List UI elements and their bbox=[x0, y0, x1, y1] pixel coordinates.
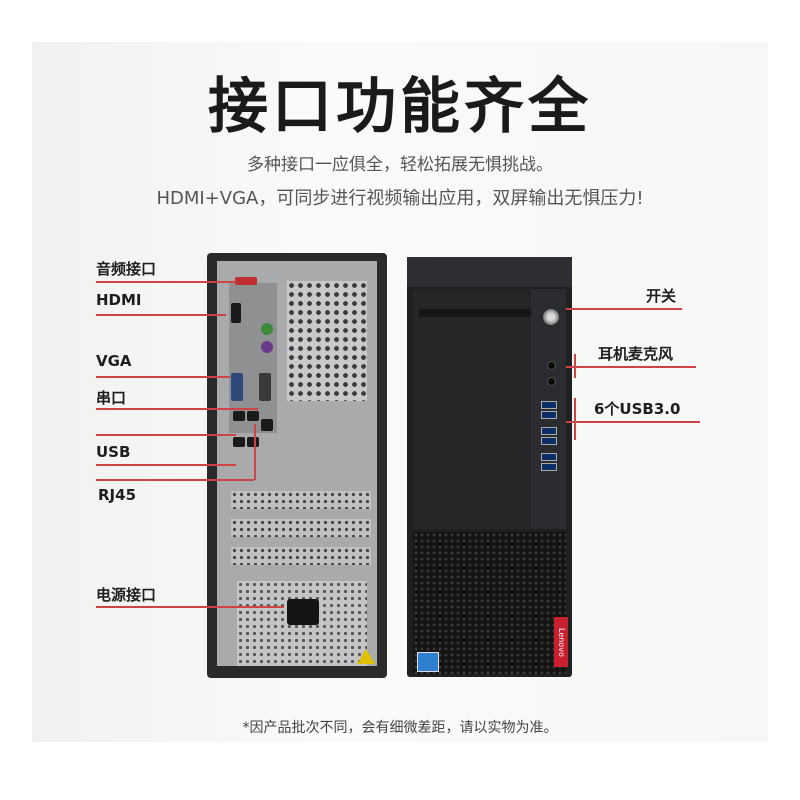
intel-sticker bbox=[417, 652, 439, 672]
usb3-port bbox=[541, 437, 557, 445]
back-panel bbox=[217, 261, 377, 666]
expansion-slot bbox=[231, 547, 371, 565]
label-usb: USB bbox=[96, 443, 131, 461]
leader-line bbox=[566, 308, 682, 310]
subtitle-2: HDMI+VGA，可同步进行视频输出应用，双屏输出无惧压力! bbox=[156, 188, 644, 209]
label-serial: 串口 bbox=[96, 389, 127, 407]
expansion-slot bbox=[231, 519, 371, 537]
serial-port bbox=[259, 373, 271, 401]
label-rj45: RJ45 bbox=[98, 486, 137, 504]
hdmi-port bbox=[231, 303, 241, 323]
ps2-port bbox=[261, 341, 273, 353]
headphone-jack bbox=[547, 361, 556, 370]
usb3-port bbox=[541, 401, 557, 409]
ps2-port bbox=[261, 323, 273, 335]
leader-line bbox=[96, 479, 254, 481]
usb3-port bbox=[541, 427, 557, 435]
label-vga: VGA bbox=[96, 352, 132, 370]
leader-line bbox=[96, 606, 284, 608]
front-io-panel bbox=[531, 289, 566, 529]
mic-jack bbox=[547, 377, 556, 386]
label-headset-mic: 耳机麦克风 bbox=[598, 345, 674, 363]
leader-line bbox=[574, 354, 576, 378]
usb-port bbox=[247, 437, 259, 447]
leader-line bbox=[96, 376, 230, 378]
warning-icon bbox=[357, 649, 375, 664]
leader-line bbox=[566, 421, 700, 423]
usb-port bbox=[247, 411, 259, 421]
audio-port bbox=[235, 277, 257, 285]
usb3-port bbox=[541, 453, 557, 461]
fan-grill bbox=[287, 281, 367, 401]
label-power-switch: 开关 bbox=[646, 287, 677, 305]
headline: 接口功能齐全 bbox=[208, 72, 592, 142]
leader-line bbox=[574, 398, 576, 440]
footnote: *因产品批次不同，会有细微差距，请以实物为准。 bbox=[242, 720, 558, 736]
leader-line bbox=[96, 464, 236, 466]
label-power-socket: 电源接口 bbox=[96, 586, 157, 604]
tower-front-view: Lenovo bbox=[407, 257, 572, 677]
front-mesh bbox=[413, 532, 566, 674]
leader-line bbox=[96, 281, 236, 283]
leader-line bbox=[96, 434, 236, 436]
optical-drive-slot bbox=[419, 309, 531, 317]
leader-line bbox=[96, 314, 226, 316]
usb3-port bbox=[541, 411, 557, 419]
power-button bbox=[543, 309, 559, 325]
label-usb3: 6个USB3.0 bbox=[594, 400, 681, 418]
leader-line bbox=[254, 424, 256, 480]
expansion-slot bbox=[231, 491, 371, 509]
vga-port bbox=[231, 373, 243, 401]
label-audio: 音频接口 bbox=[96, 260, 157, 278]
usb-port bbox=[233, 411, 245, 421]
background-panel bbox=[32, 42, 768, 742]
leader-line bbox=[96, 408, 258, 410]
lenovo-logo: Lenovo bbox=[554, 617, 568, 667]
tower-back-view bbox=[207, 253, 387, 678]
subtitle-1: 多种接口一应俱全，轻松拓展无惧挑战。 bbox=[247, 155, 553, 175]
usb-port bbox=[233, 437, 245, 447]
top-bezel bbox=[407, 257, 572, 287]
usb3-port bbox=[541, 463, 557, 471]
label-hdmi: HDMI bbox=[96, 291, 142, 309]
leader-line bbox=[566, 366, 696, 368]
rj45-port bbox=[261, 419, 273, 431]
power-socket bbox=[287, 599, 319, 625]
